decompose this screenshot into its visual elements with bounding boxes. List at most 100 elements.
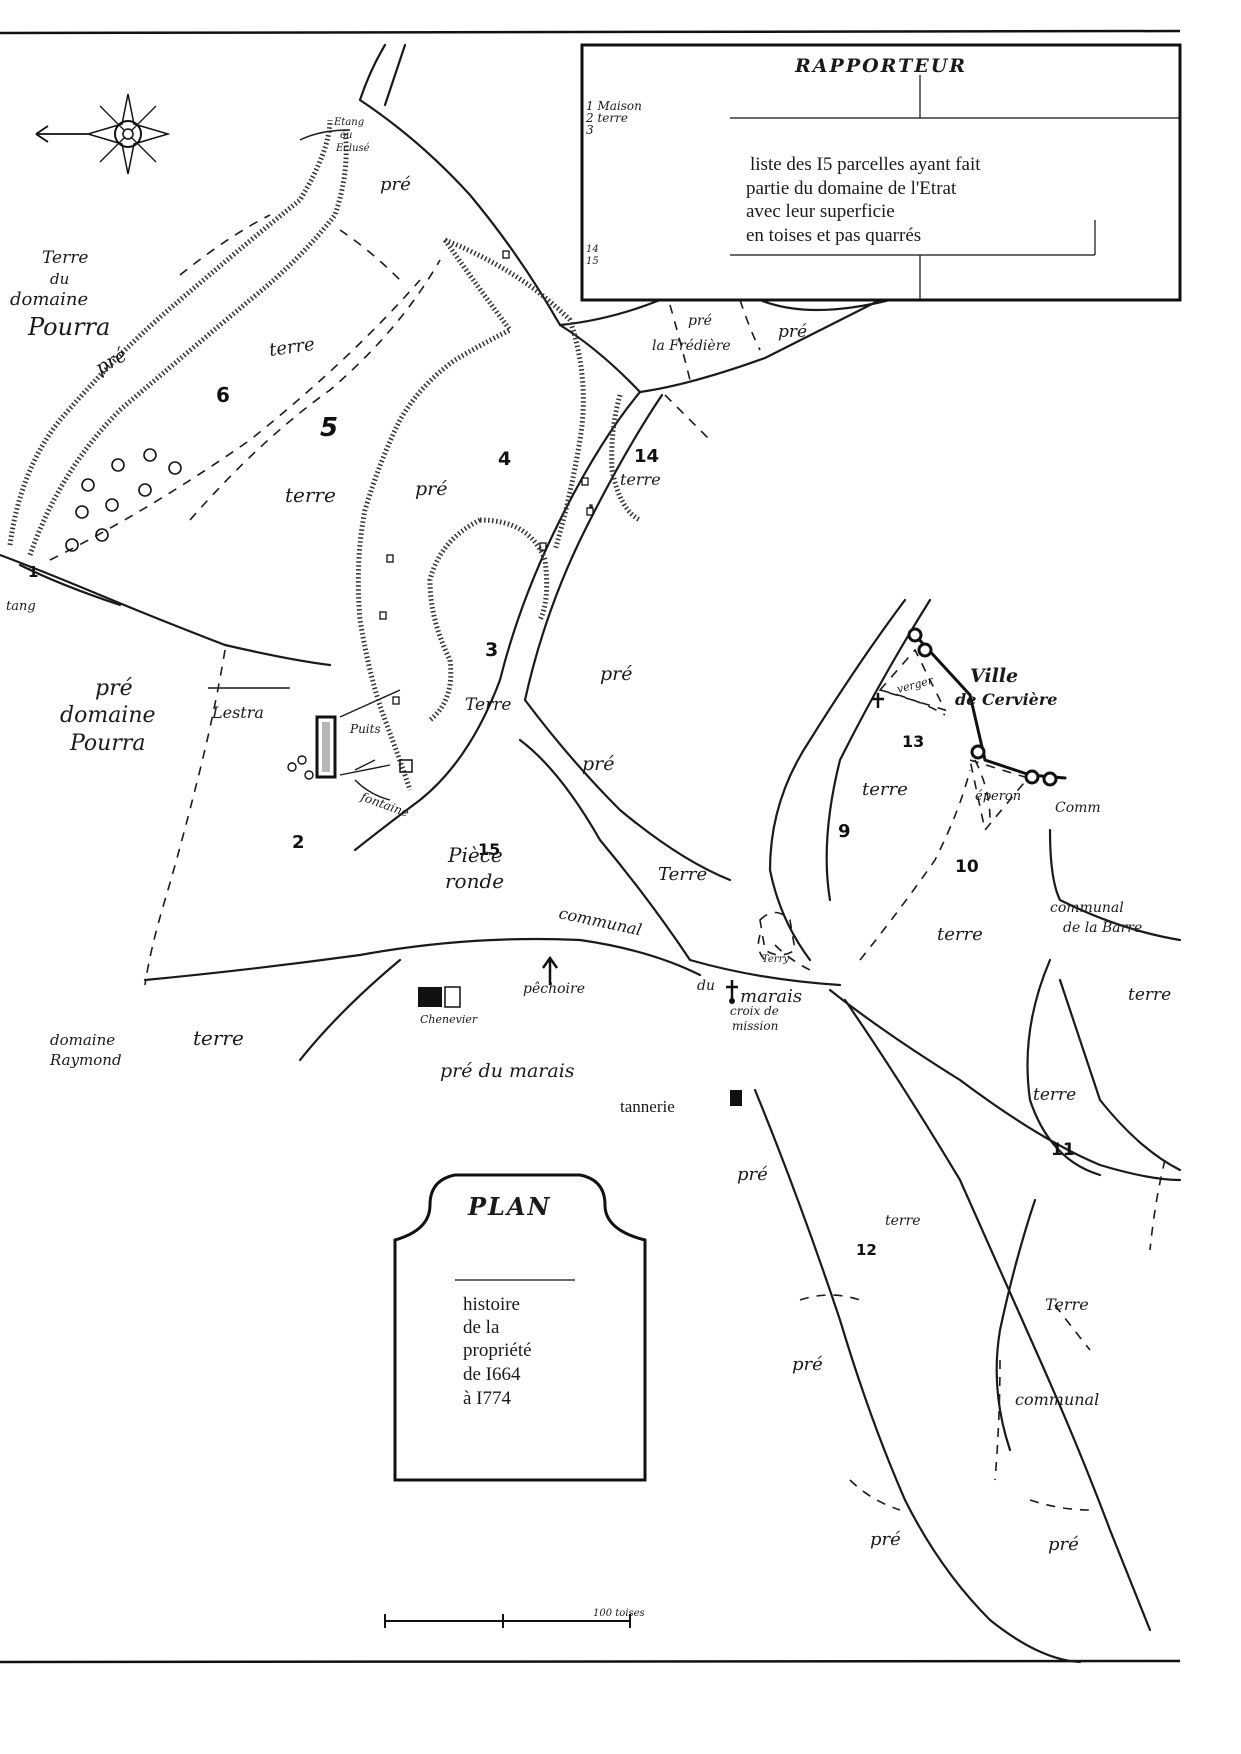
rapporteur-note-1: 1 Maison — [586, 99, 642, 113]
chenevier-box — [444, 986, 461, 1008]
parcel-14-number: 14 — [634, 446, 659, 467]
bottom-rule — [0, 1659, 1181, 1664]
label-chenevier: Chenevier — [420, 1013, 478, 1026]
label-du: du — [697, 978, 715, 994]
label-pre-2: pré — [92, 344, 131, 379]
label-ville-2: de Cervière — [955, 690, 1057, 709]
parcel-5-number: 5 — [320, 413, 338, 443]
label-terre-domaine-3: domaine — [10, 289, 88, 310]
label-terre-14: terre — [620, 470, 661, 489]
road-commun — [995, 1198, 1037, 1452]
rapporteur-note-14: 14 — [586, 244, 599, 255]
label-tannerie: tannerie — [620, 1097, 675, 1116]
label-terre-11: terre — [1033, 1085, 1076, 1105]
boundary-markers-icon — [379, 250, 594, 705]
label-pre-du-marais: pré du marais — [440, 1060, 575, 1082]
label-communal-barre-1: communal — [1050, 900, 1124, 916]
label-pre-tannerie: pré — [737, 1164, 768, 1185]
label-terre-domaine-2: du — [50, 270, 69, 288]
label-terre-center: Terre — [658, 864, 707, 885]
road-center-b — [523, 698, 732, 882]
label-terre-12: terre — [885, 1213, 921, 1229]
label-verger: verger — [895, 674, 935, 696]
label-terre-south: terre — [193, 1026, 244, 1050]
label-pre-domaine-2: domaine — [60, 703, 156, 728]
boundary-east — [1149, 1159, 1166, 1251]
road-south-west-b — [298, 958, 402, 1062]
boundary-eperon — [974, 759, 991, 821]
hedge-parcel-3-b — [479, 517, 550, 622]
label-pre-3: pré — [415, 478, 448, 500]
plan-cartouche: PLAN histoire de la propriété de I664 à … — [393, 1173, 647, 1482]
label-pre-domaine-1: pré — [95, 676, 133, 701]
boundary-13 — [879, 689, 946, 716]
label-terre-domaine-1: Terre — [42, 248, 88, 268]
parcel-boundaries — [49, 214, 1166, 1511]
boundary-terre-east — [1054, 1304, 1091, 1351]
road-ville-b — [825, 598, 932, 902]
town-wall-icon — [907, 627, 1067, 787]
boundary-6-5 — [49, 279, 421, 561]
chenevier-icon — [418, 987, 442, 1007]
label-terre-east: terre — [1128, 985, 1171, 1005]
parcel-10-number: 10 — [955, 857, 979, 877]
parcel-numbers: 1 2 3 4 5 6 9 10 11 12 13 14 15 — [28, 383, 1075, 1259]
label-etang-2: ou — [340, 130, 352, 141]
boundary-terry — [774, 944, 811, 971]
label-croix-2: mission — [732, 1019, 778, 1033]
label-pre-domaine-3: Pourra — [69, 731, 145, 756]
puits-line-b — [354, 759, 376, 771]
tannerie-icon — [730, 1090, 742, 1106]
parcel-11-number: 11 — [1051, 1140, 1075, 1160]
label-marais: marais — [740, 986, 802, 1007]
top-rule — [0, 29, 1181, 35]
boundary-frediere-b — [739, 299, 761, 351]
boundary-top-6 — [179, 214, 271, 276]
label-raymond-2: Raymond — [49, 1051, 122, 1069]
orchard-trees-icon — [65, 448, 182, 552]
boundary-top-5 — [339, 229, 401, 281]
label-pechoire: pêchoire — [523, 981, 585, 997]
label-puits: Puits — [349, 722, 381, 736]
label-pre-7: pré — [792, 1354, 823, 1375]
rapporteur-title: RAPPORTEUR — [794, 55, 967, 77]
road-center — [518, 738, 842, 987]
boundary-frediere — [669, 304, 691, 381]
label-pre-9: pré — [1048, 1534, 1079, 1555]
boundary-5-4 — [189, 259, 441, 521]
parcel-6-number: 6 — [216, 383, 230, 407]
rapporteur-line-3: avec leur superficie — [746, 201, 895, 222]
stream-west-b — [27, 129, 349, 556]
terry-outline — [759, 911, 796, 956]
compass-rose — [35, 93, 171, 175]
label-terry: Terry — [762, 954, 789, 965]
road-11-loop-b — [1058, 978, 1182, 1172]
label-pre-5: pré — [582, 753, 615, 775]
label-raymond-1: domaine — [50, 1031, 115, 1049]
streams-and-hedges — [7, 119, 642, 791]
hedge-parcel-14 — [609, 394, 642, 523]
label-pre-8: pré — [870, 1529, 901, 1550]
house-icon — [315, 715, 337, 779]
road-11-loop — [1026, 958, 1102, 1177]
road-west — [0, 553, 332, 667]
road-east — [828, 988, 1182, 1182]
rapporteur-note-3: 3 — [586, 123, 594, 137]
boundary-2-west — [144, 649, 226, 986]
boundary-pre-south — [849, 1479, 901, 1511]
road-south-east — [843, 998, 1152, 1632]
parcel-13-number: 13 — [902, 732, 924, 751]
parcel-4-number: 4 — [498, 448, 511, 470]
label-croix-1: croix de — [730, 1004, 779, 1018]
plan-line-2: de la — [463, 1317, 500, 1338]
label-pre-frediere: pré — [688, 313, 712, 329]
wayside-cross-icon — [872, 693, 884, 708]
boundary-pre-south-b — [1029, 1499, 1091, 1511]
label-scale: 100 toises — [593, 1608, 645, 1619]
fontaine-line — [354, 779, 391, 801]
boundary-9-10 — [859, 769, 971, 961]
rapporteur-panel: RAPPORTEUR 1 Maison 2 terre 3 14 15 list… — [580, 43, 1182, 302]
etang-bank — [299, 129, 351, 141]
road-west-b — [18, 563, 122, 607]
